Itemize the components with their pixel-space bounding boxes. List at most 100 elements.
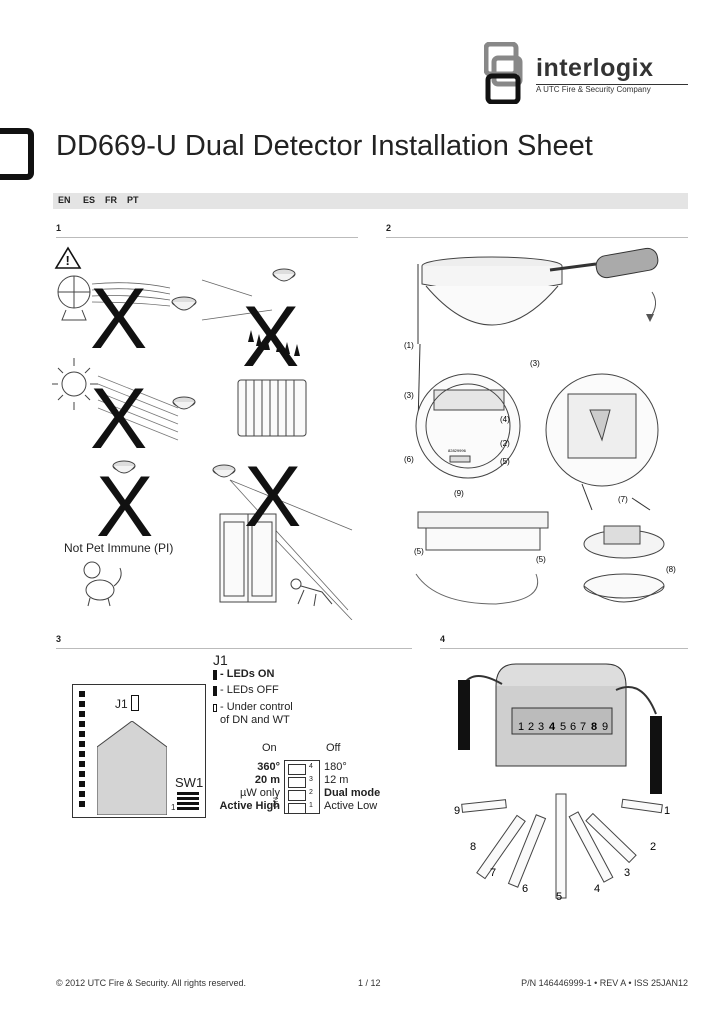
callout-5b: (5) [414,547,424,556]
svg-text:8: 8 [591,721,597,733]
setting-4-off: 180° [324,761,347,773]
figure-4-wiring: 1 2 3 4 5 6 7 8 9 9 1 8 2 7 3 6 4 5 [454,663,670,903]
sw1-label: SW1 [175,775,204,790]
svg-text:3: 3 [624,867,630,879]
fan-icon [57,275,91,321]
detector-cover-icon [421,256,563,326]
left-cable-icon [458,680,470,750]
callout-7: (7) [618,495,628,504]
section-3-number: 3 [56,634,62,644]
right-cable-icon [650,716,662,794]
page-tab-marker [0,128,34,180]
callout-5a: (5) [500,457,510,466]
column-on-label: On [262,742,277,754]
switch-4-icon[interactable] [288,764,306,775]
callout-1: (1) [404,341,414,350]
lang-en[interactable]: EN [58,195,71,205]
leds-on-label: - LEDs ON [220,668,275,680]
detector-icon [272,268,296,282]
detector-icon [112,460,136,474]
switch-2-icon[interactable] [288,790,306,801]
circuit-board-icon [545,373,659,487]
board-j1-label: J1 [115,697,128,711]
svg-text:1: 1 [664,805,670,817]
svg-text:1: 1 [518,721,524,733]
footer-copyright: © 2012 UTC Fire & Security. All rights r… [56,978,247,988]
page-title: DD669-U Dual Detector Installation Sheet [56,130,593,162]
lang-es[interactable]: ES [83,195,96,205]
setting-1-off: Active Low [324,800,378,812]
cross-sun-icon: X [90,371,147,467]
switch-4-num: 4 [309,763,313,770]
switch-3-icon[interactable] [288,777,306,788]
setting-2-off: Dual mode [324,787,381,799]
logo-wordmark: interlogix [536,54,654,82]
board-code: 82829996 [448,448,467,453]
switch-1-icon[interactable] [288,803,306,814]
svg-text:8: 8 [470,841,476,853]
jumper-open-icon [213,704,217,712]
detector-icon [172,396,196,410]
connector-numbers: 1 2 3 4 5 6 7 8 9 [518,721,608,733]
svg-text:2: 2 [650,841,656,853]
terminal-block-icon [495,663,627,767]
setting-3-on: 20 m [254,774,280,786]
callout-4: (4) [500,415,510,424]
cross-cabinet-icon: X [244,449,301,545]
jumper-off-icon [213,686,217,696]
screwdriver-icon [549,247,659,279]
jumper-on-icon [213,670,217,680]
svg-text:7: 7 [490,867,496,879]
dip-switch-block: 4 3 2 1 ON [273,760,320,814]
j1-jumper-icon[interactable] [131,695,139,711]
wire-labels: 9 1 8 2 7 3 6 4 5 [454,805,670,903]
detector-icon [212,464,236,478]
pir-sensor-icon [97,721,167,815]
footer-page-number: 1 / 12 [358,978,381,988]
section-2-number: 2 [386,223,392,233]
svg-text:4: 4 [594,883,600,895]
section-4-number: 4 [440,634,446,644]
setting-2-on: µW only [240,787,280,799]
switch-3-num: 3 [309,776,313,783]
pet-icon [83,561,122,607]
radiator-icon [237,379,307,437]
dip-switch-icon[interactable] [177,792,199,812]
setting-3-off: 12 m [324,774,349,786]
cross-fan-icon: X [90,271,147,367]
board-diagram: J1 SW1 1 [72,684,206,818]
callout-5c: (5) [536,555,546,564]
svg-text:4: 4 [549,721,556,733]
figure-1-placement-warnings: ! X X [52,246,353,620]
section-4-rule [440,648,688,649]
section-2-rule [386,237,688,238]
callout-9: (9) [454,489,464,498]
callout-6: (6) [404,455,414,464]
section-1-number: 1 [56,223,62,233]
lang-fr[interactable]: FR [105,195,117,205]
terminal-strip-icon [79,691,85,811]
svg-text:2: 2 [528,721,534,733]
sun-icon [52,358,98,410]
assembled-detector-icon [583,525,665,603]
figure-2-mounting-steps: (1) (3) (3) 82829996 (4) (2) (6) (5) (9)… [404,247,676,605]
lang-pt[interactable]: PT [127,195,139,205]
switch-2-num: 2 [309,789,313,796]
callout-8: (8) [666,565,676,574]
footer-part-number: P/N 146446999-1 • REV A • ISS 25JAN12 [521,978,688,988]
callout-3b: (3) [404,391,414,400]
setting-4-on: 360° [257,761,280,773]
wire-strip-icons [461,793,663,899]
sw1-pin-label: 1 [171,803,176,812]
logo-tagline: A UTC Fire & Security Company [536,85,651,94]
switch-1-num: 1 [309,802,313,809]
svg-text:6: 6 [522,883,528,895]
crawling-person-icon [290,578,333,607]
svg-text:5: 5 [560,721,566,733]
section-1-rule [56,237,358,238]
warning-icon: ! [54,246,82,269]
detector-icon [171,296,197,311]
svg-text:5: 5 [556,891,562,903]
svg-text:7: 7 [580,721,586,733]
svg-text:9: 9 [602,721,608,733]
